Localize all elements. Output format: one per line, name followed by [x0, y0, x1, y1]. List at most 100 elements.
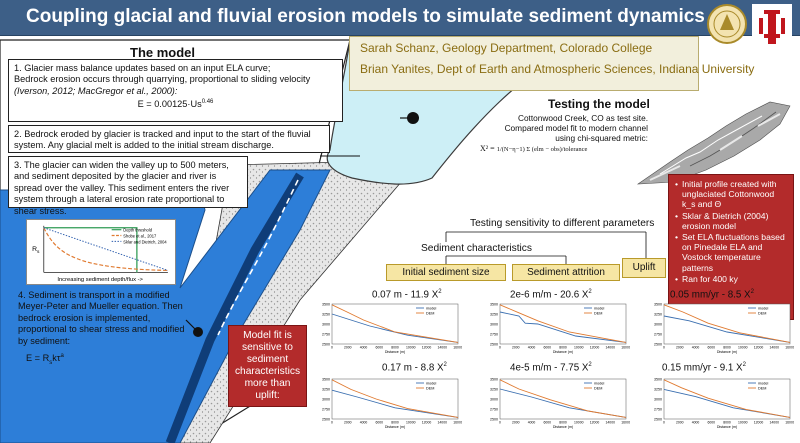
plot-xtick-label: 16000: [453, 346, 462, 350]
plot-legend-label: DEM: [594, 387, 602, 391]
plot-xtick-label: 12000: [754, 421, 764, 425]
plot-xtick-label: 16000: [621, 346, 630, 350]
plot-ytick-label: 3250: [490, 388, 498, 392]
dem-line: [331, 379, 459, 418]
plot-legend-label: model: [426, 382, 436, 386]
plot-legend-label: DEM: [426, 387, 434, 391]
plot-ytick-label: 3000: [322, 398, 330, 402]
plot-xlabel: Distance (m): [553, 350, 573, 354]
setup-bullets: Initial profile created with unglaciated…: [668, 174, 794, 320]
plot-ytick-label: 2750: [322, 408, 330, 412]
plot-xtick-label: 0: [499, 421, 501, 425]
result-label-5: 0.05 mm/yr - 8.5 X2: [670, 289, 754, 301]
rs-inset-chart: Rs Depth threshold Shobe et al., 2017 Sk…: [26, 219, 176, 285]
plot-xtick-label: 2000: [344, 421, 352, 425]
plot-xtick-label: 8000: [723, 346, 731, 350]
model-step-1: 1. Glacier mass balance updates based on…: [8, 59, 343, 122]
plot-xtick-label: 12000: [422, 421, 432, 425]
dem-line: [499, 304, 627, 343]
plot-xtick-label: 4000: [360, 421, 368, 425]
plot-frame: [499, 303, 627, 345]
plot-legend-label: model: [426, 307, 436, 311]
plot-xtick-label: 2000: [512, 421, 520, 425]
step1-line-1: 1. Glacier mass balance updates based on…: [14, 63, 271, 73]
result-label-1: 0.07 m - 11.9 X2: [372, 289, 442, 301]
step1-equation: E = 0.00125·Us0.46: [137, 99, 214, 110]
plot-xtick-label: 14000: [770, 346, 780, 350]
plot-ytick-label: 2500: [490, 418, 498, 422]
sensitivity-heading: Testing sensitivity to different paramet…: [470, 218, 655, 229]
bullet-item: Ran for 400 ky: [675, 274, 787, 284]
model-line: [331, 313, 459, 343]
plot-xtick-label: 12000: [754, 346, 764, 350]
plot-xtick-label: 16000: [453, 421, 462, 425]
plot-xtick-label: 4000: [692, 421, 700, 425]
indiana-university-logo-icon: [752, 4, 792, 48]
plot-xtick-label: 10000: [574, 346, 584, 350]
inset-legend-1: Depth threshold: [123, 228, 152, 233]
result-label-6: 0.15 mm/yr - 9.1 X2: [662, 362, 746, 374]
plot-xtick-label: 8000: [391, 421, 399, 425]
plot-xtick-label: 16000: [785, 346, 794, 350]
plot-xtick-label: 0: [663, 346, 665, 350]
author-2: Brian Yanites, Dept of Earth and Atmosph…: [360, 62, 755, 76]
plot-xtick-label: 8000: [559, 346, 567, 350]
plot-ytick-label: 3000: [490, 398, 498, 402]
plot-ytick-label: 3500: [322, 303, 330, 307]
plot-ytick-label: 2750: [490, 333, 498, 337]
plot-ytick-label: 3500: [322, 378, 330, 382]
plot-xtick-label: 0: [499, 346, 501, 350]
plot-xtick-label: 8000: [391, 346, 399, 350]
plot-ytick-label: 3250: [654, 313, 662, 317]
result-label-4: 4e-5 m/m - 7.75 X2: [510, 362, 592, 374]
plot-xtick-label: 4000: [528, 346, 536, 350]
inset-legend-3: Sklar and Dietrich, 2004: [123, 239, 167, 244]
plot-frame: [331, 378, 459, 420]
plot-ytick-label: 3250: [322, 313, 330, 317]
plot-legend-label: model: [758, 307, 768, 311]
inset-legend-2: Shobe et al., 2017: [123, 233, 157, 238]
authors-box: Sarah Schanz, Geology Department, Colora…: [349, 36, 754, 91]
sediment-heading: Sediment characteristics: [421, 243, 532, 254]
model-line: [663, 315, 791, 343]
sensitivity-tree: [445, 231, 647, 264]
plot-xtick-label: 8000: [559, 421, 567, 425]
plot-xtick-label: 0: [331, 346, 333, 350]
plot-xtick-label: 10000: [406, 421, 416, 425]
plot-xlabel: Distance (m): [717, 350, 737, 354]
plot-ytick-label: 3000: [322, 323, 330, 327]
plot-xtick-label: 4000: [528, 421, 536, 425]
plot-xtick-label: 14000: [438, 421, 448, 425]
plot-xtick-label: 16000: [785, 421, 794, 425]
plot-xtick-label: 2000: [676, 421, 684, 425]
bullet-item: Sklar & Dietrich (2004) erosion model: [675, 211, 787, 231]
plot-ytick-label: 3250: [322, 388, 330, 392]
plot-xtick-label: 8000: [723, 421, 731, 425]
bullet-item: Initial profile created with unglaciated…: [675, 179, 787, 210]
fit-note: Model fit is sensitive to sediment chara…: [228, 325, 307, 407]
author-1: Sarah Schanz, Geology Department, Colora…: [360, 41, 653, 55]
plot-legend-label: DEM: [426, 312, 434, 316]
plot-xtick-label: 14000: [606, 421, 616, 425]
plot-xtick-label: 6000: [543, 421, 551, 425]
model-step-2: 2. Bedrock eroded by glacier is tracked …: [8, 125, 330, 153]
plot-xlabel: Distance (m): [385, 350, 405, 354]
plot-xtick-label: 6000: [375, 346, 383, 350]
plot-ytick-label: 2750: [654, 333, 662, 337]
dem-line: [663, 304, 791, 343]
terrain-render: [636, 101, 791, 185]
step1-citation: (Iverson, 2012; MacGregor et al., 2000):: [14, 85, 178, 96]
plot-xtick-label: 2000: [676, 346, 684, 350]
plot-ytick-label: 2500: [654, 418, 662, 422]
plot-xtick-label: 2000: [344, 346, 352, 350]
plot-legend-label: DEM: [594, 312, 602, 316]
plot-xtick-label: 12000: [422, 346, 432, 350]
dem-line: [331, 304, 459, 343]
